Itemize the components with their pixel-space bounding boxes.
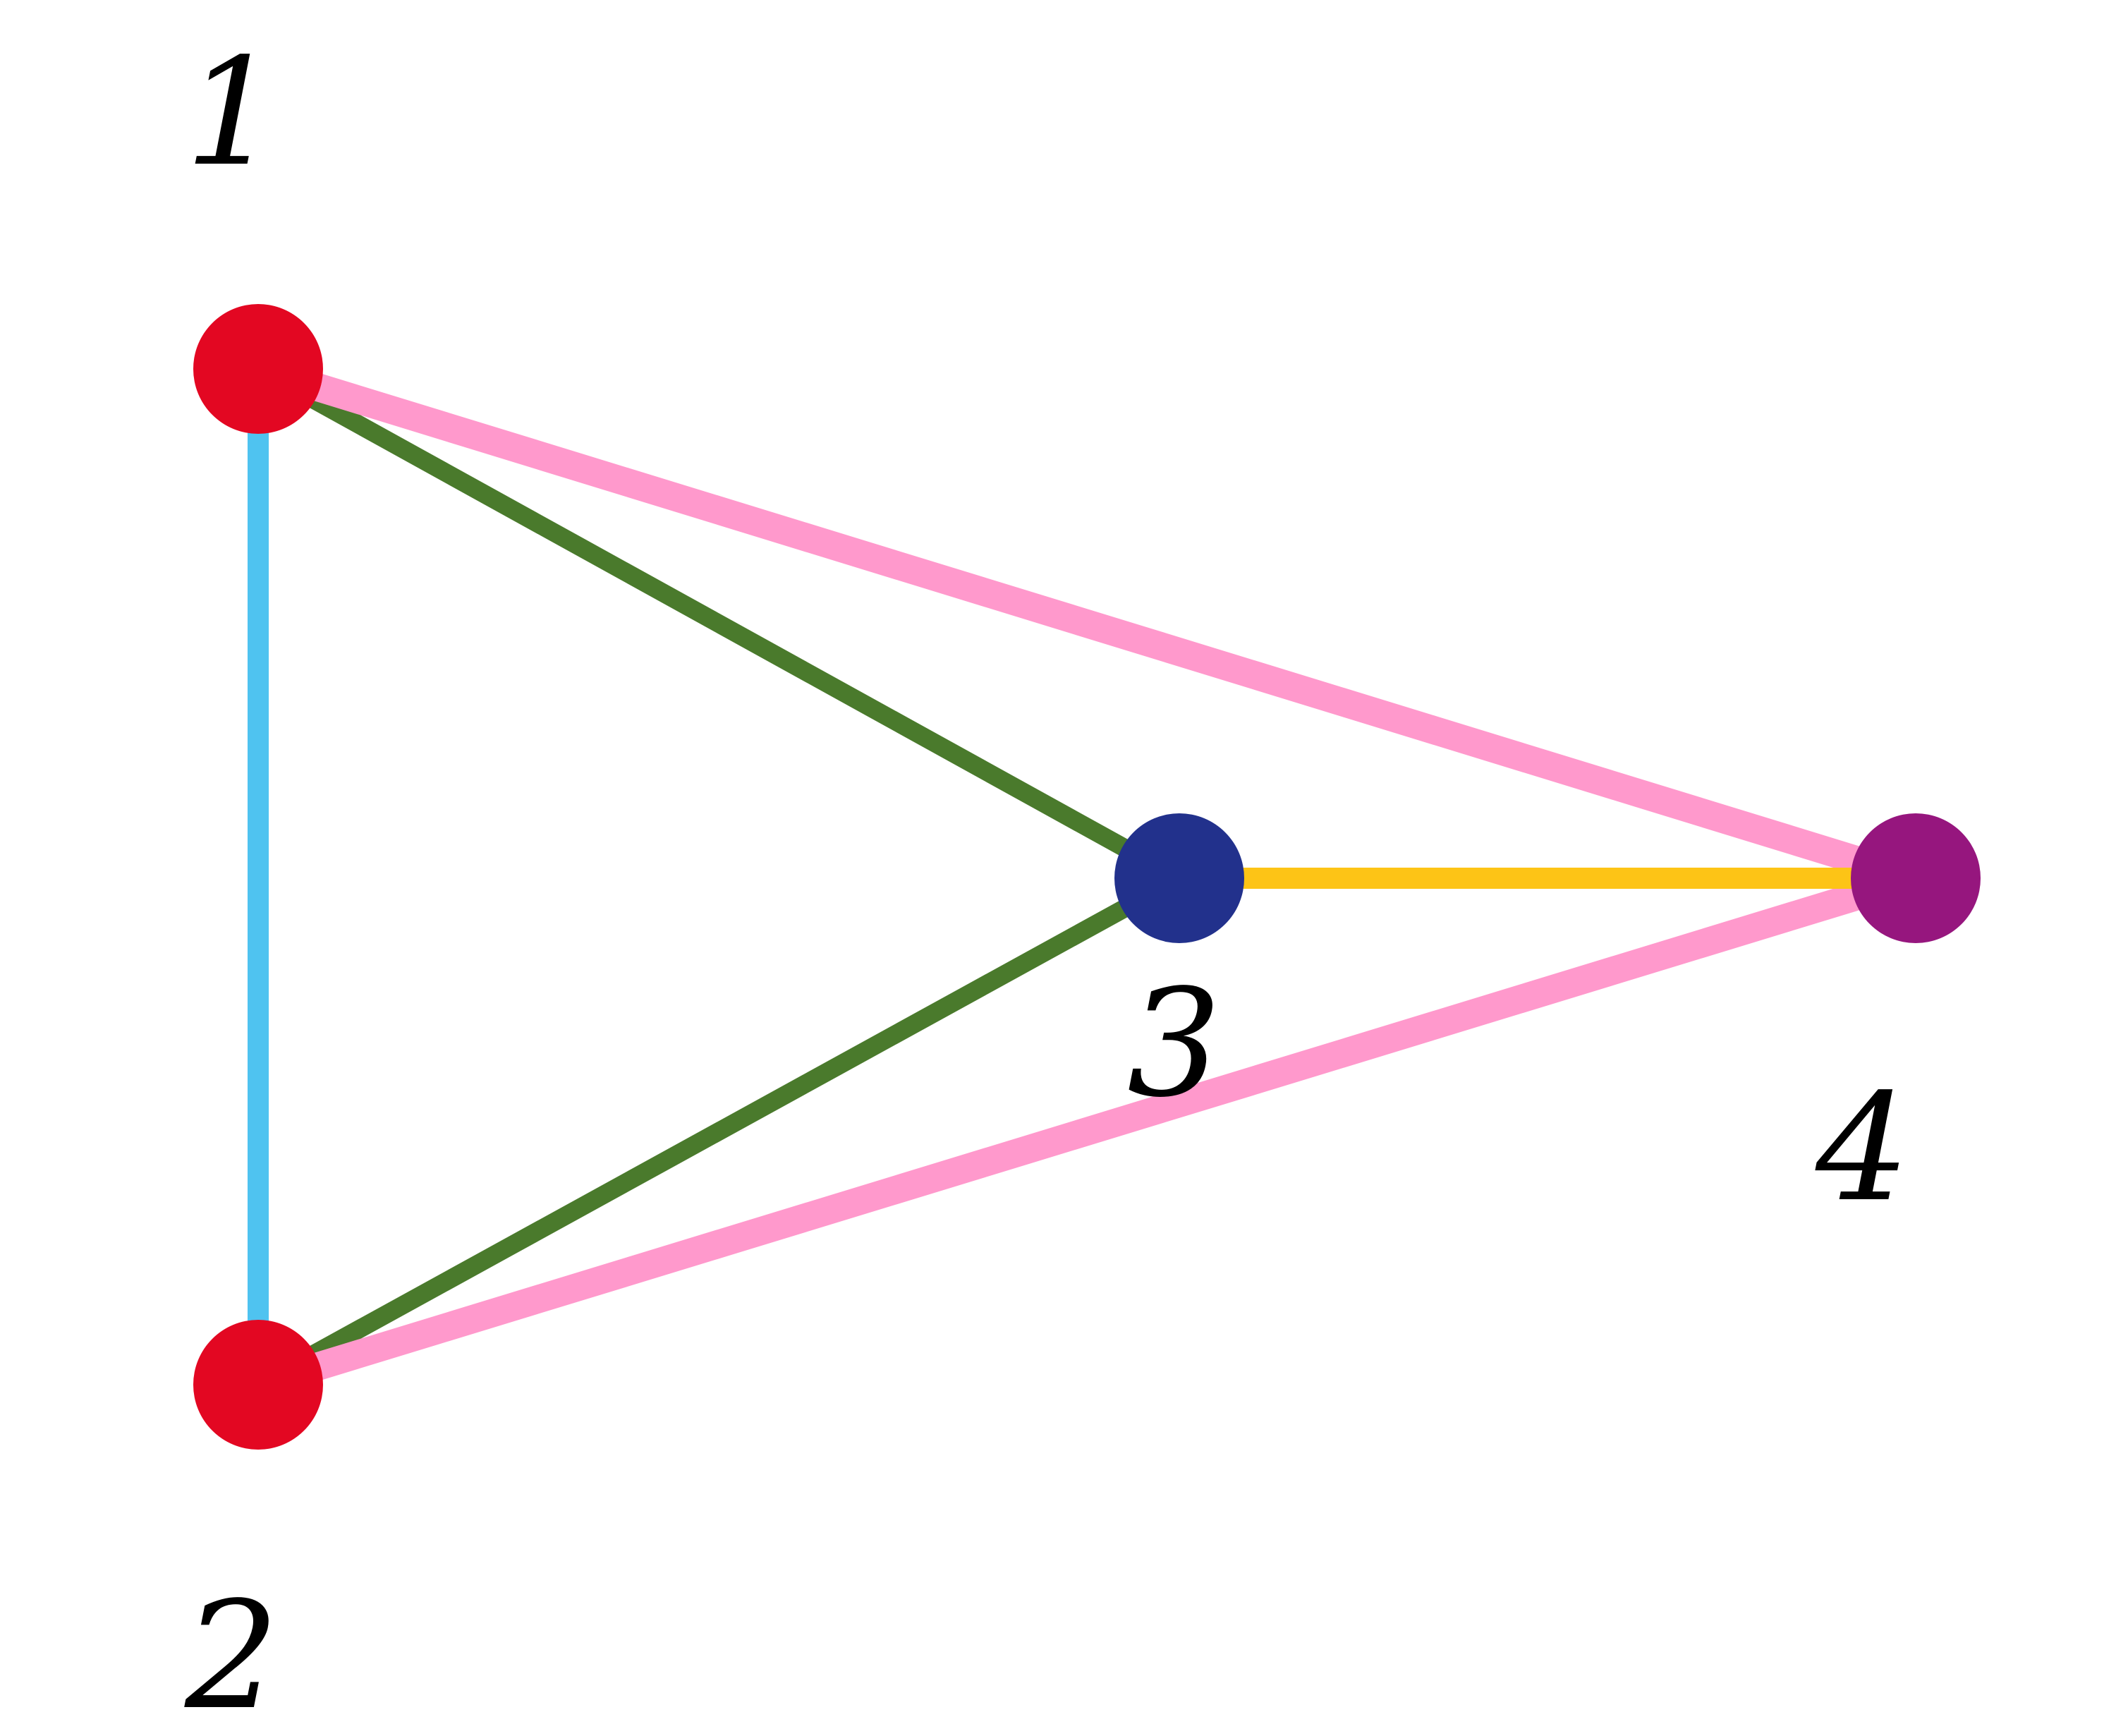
node-3	[1114, 813, 1244, 943]
edges-layer	[244, 355, 1930, 1399]
node-2	[193, 1320, 323, 1450]
node-4	[1851, 813, 1981, 943]
edge-1-3	[249, 360, 1188, 887]
node-label-4: 4	[1815, 1062, 1910, 1234]
nodes-layer	[193, 304, 1981, 1450]
node-label-2: 2	[184, 1570, 279, 1736]
labels-layer: 1 2 3 4	[184, 26, 1910, 1736]
node-label-1: 1	[185, 26, 279, 199]
node-1	[193, 304, 323, 434]
node-label-3: 3	[1127, 957, 1222, 1130]
edge-1-4	[244, 355, 1930, 892]
edge-2-3	[249, 869, 1188, 1394]
edge-2-4	[244, 864, 1930, 1399]
